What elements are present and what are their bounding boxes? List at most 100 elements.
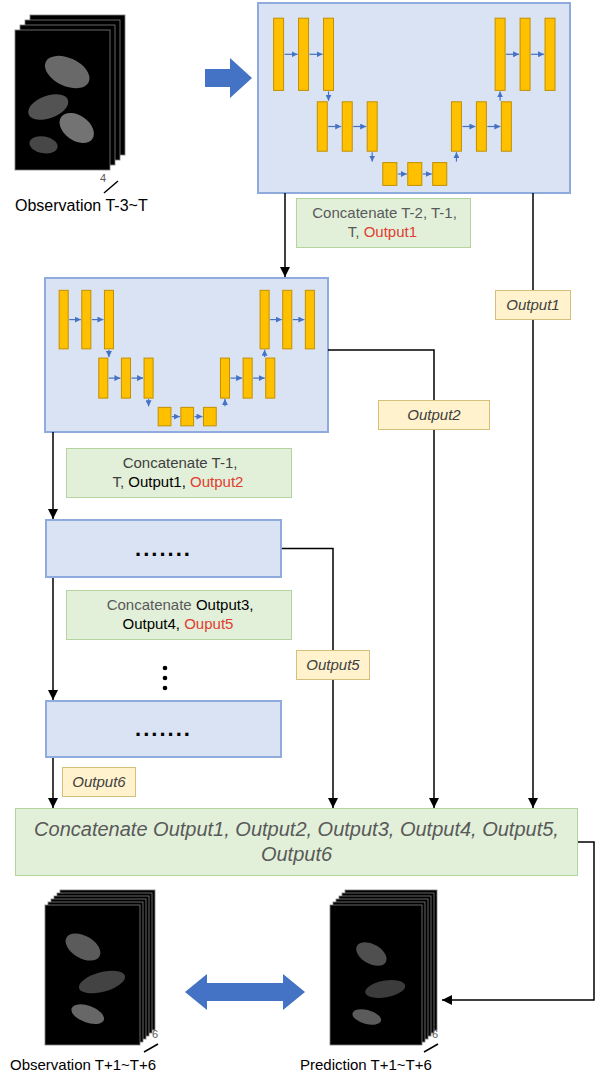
feature-bar bbox=[451, 102, 461, 151]
feature-bar bbox=[82, 290, 91, 349]
connector bbox=[52, 758, 54, 808]
layer-arrow bbox=[462, 126, 475, 127]
unet-frame bbox=[258, 3, 570, 193]
sampling-arrow bbox=[372, 152, 373, 161]
cloud-texture bbox=[54, 107, 100, 149]
layer-arrow bbox=[270, 319, 282, 320]
layer-arrow bbox=[109, 378, 121, 379]
depth-arrow bbox=[424, 1044, 438, 1052]
feature-bar bbox=[317, 102, 327, 151]
unet-block bbox=[45, 278, 328, 432]
feature-bar bbox=[433, 163, 447, 186]
layer-arrow bbox=[310, 54, 323, 55]
node-text: Output1, bbox=[128, 473, 186, 490]
sampling-arrow bbox=[148, 399, 149, 406]
feature-bar bbox=[545, 18, 555, 90]
connector bbox=[332, 680, 334, 808]
output-line bbox=[328, 350, 434, 400]
input-arrow bbox=[205, 58, 252, 98]
feature-bar bbox=[342, 102, 352, 151]
feature-bar bbox=[104, 290, 113, 349]
layer-arrow bbox=[398, 173, 407, 174]
cloud-texture bbox=[61, 928, 105, 966]
layer-arrow bbox=[69, 319, 81, 320]
feature-bar bbox=[181, 407, 194, 425]
stack-count: 6 bbox=[432, 1028, 438, 1040]
output-label: Output5 bbox=[296, 650, 370, 680]
image-frame bbox=[15, 30, 110, 170]
feature-bar bbox=[476, 102, 486, 151]
feature-bar bbox=[274, 18, 284, 90]
layer-arrow bbox=[293, 319, 305, 320]
feature-bar bbox=[305, 290, 314, 349]
node-text: Concatenate bbox=[107, 596, 192, 613]
cloud-texture bbox=[77, 966, 128, 997]
feature-bar bbox=[144, 358, 153, 398]
cloud-texture bbox=[351, 1006, 383, 1027]
node-text: Output6 bbox=[72, 773, 125, 790]
stack-count: 4 bbox=[100, 172, 106, 184]
feature-bar bbox=[408, 163, 422, 186]
feature-bar bbox=[520, 18, 530, 90]
image-frame bbox=[45, 905, 140, 1045]
layer-arrow bbox=[253, 378, 265, 379]
output-line bbox=[532, 193, 534, 290]
cloud-texture bbox=[69, 1000, 107, 1027]
flow-arrow bbox=[284, 193, 286, 277]
sampling-arrow bbox=[328, 91, 329, 100]
image-frame bbox=[330, 905, 422, 1045]
feature-bar bbox=[495, 18, 505, 90]
feature-bar bbox=[260, 290, 269, 349]
sampling-arrow bbox=[264, 350, 265, 357]
layer-arrow bbox=[131, 378, 143, 379]
flow-arrow bbox=[52, 432, 54, 519]
output-label: Output6 bbox=[62, 767, 136, 797]
cloud-texture bbox=[40, 49, 95, 94]
final-concat-box: Concatenate Output1, Output2, Output3, O… bbox=[15, 808, 578, 876]
layer-arrow bbox=[92, 319, 104, 320]
feature-bar bbox=[220, 358, 229, 398]
node-text: Ouput5 bbox=[184, 615, 233, 632]
concat-label: ConcatenateOutput3, Output4,Ouput5 bbox=[66, 590, 292, 640]
feature-bar bbox=[266, 358, 275, 398]
image-stack bbox=[15, 15, 125, 170]
feature-bar bbox=[243, 358, 252, 398]
layer-arrow bbox=[531, 54, 544, 55]
layer-arrow bbox=[353, 126, 366, 127]
image-caption: Observation T-3~T bbox=[15, 197, 148, 215]
sampling-arrow bbox=[224, 399, 225, 406]
image-caption: Prediction T+1~T+6 bbox=[300, 1056, 432, 1073]
feature-bar bbox=[121, 358, 130, 398]
feature-bar bbox=[59, 290, 68, 349]
node-text: Output2 bbox=[190, 473, 243, 490]
concat-label: Concatenate T-2, T-1, T,Output1 bbox=[296, 198, 471, 248]
node-text: Output5 bbox=[306, 656, 359, 673]
model-block: ....... bbox=[45, 519, 282, 578]
output-label: Output2 bbox=[378, 400, 490, 430]
sampling-arrow bbox=[456, 152, 457, 161]
feature-bar bbox=[367, 102, 377, 151]
feature-bar bbox=[299, 18, 309, 90]
stack-count: 6 bbox=[152, 1028, 158, 1040]
feature-bar bbox=[158, 407, 171, 425]
cloud-texture bbox=[28, 134, 59, 155]
continuation-dot bbox=[163, 686, 168, 691]
layer-arrow bbox=[285, 54, 298, 55]
cloud-texture bbox=[352, 937, 390, 971]
sampling-arrow bbox=[108, 350, 109, 357]
layer-arrow bbox=[328, 126, 341, 127]
continuation-dot bbox=[163, 666, 168, 671]
feature-bar bbox=[99, 358, 108, 398]
output-label: Output1 bbox=[495, 290, 571, 320]
feature-bar bbox=[501, 102, 511, 151]
sampling-arrow bbox=[500, 91, 501, 100]
image-stack bbox=[330, 890, 437, 1045]
node-text: ....... bbox=[135, 716, 192, 742]
node-text: ....... bbox=[135, 536, 192, 562]
connector bbox=[532, 320, 534, 808]
node-text: Concatenate Output1, Output2, Output3, O… bbox=[34, 818, 559, 865]
node-text: Output1 bbox=[506, 296, 559, 313]
feature-bar bbox=[383, 163, 397, 186]
image-stack bbox=[45, 890, 155, 1045]
